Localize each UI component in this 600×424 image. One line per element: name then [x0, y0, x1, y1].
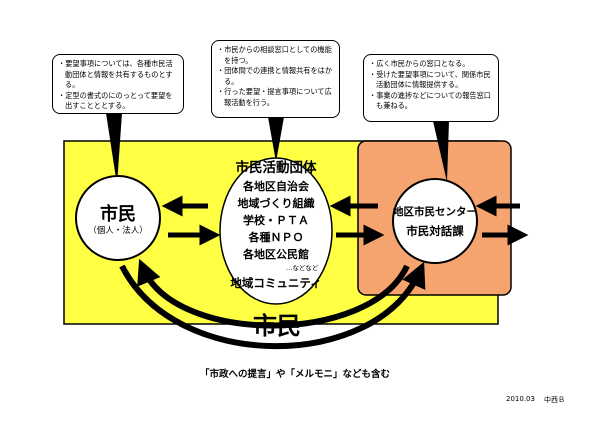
groups-etc: …などなど — [286, 264, 319, 272]
bubble-center: 広く市民からの窓口となる。 受けた要望事項について、関係市民活動団体に情報提供す… — [363, 54, 499, 122]
bubble-tail-left — [106, 113, 122, 185]
citizen-title: 市民 — [100, 204, 136, 225]
citizen-circle — [75, 175, 161, 261]
note-label: 「市政への提言」や「メルモニ」なども含む — [199, 369, 390, 380]
bubble-groups: 市民からの相談窓口としての機能を持つ。 団体間での連携と情報共有をはかる。 行っ… — [211, 40, 340, 118]
footer-author: 中西Ｂ — [544, 396, 565, 404]
center-line2: 市民対話課 — [406, 224, 464, 238]
center-circle — [392, 178, 478, 264]
bubble-center-line: 受けた要望事項について、関係市民活動団体に情報提供する。 — [369, 70, 493, 91]
bubble-tail-middle — [268, 117, 284, 162]
footer-date: 2010.03 — [506, 395, 535, 403]
curve-arrow-citizen-to-center — [119, 261, 426, 350]
curve-arrow-center-to-citizen — [137, 258, 410, 329]
community-label: 地域コミュニティ — [230, 276, 322, 290]
big-citizen-label: 市民 — [253, 312, 301, 340]
groups-title: 市民活動団体 — [235, 160, 317, 176]
bubble-groups-line: 市民からの相談窓口としての機能を持つ。 — [217, 45, 334, 66]
citizen-subtitle: （個人・法人） — [88, 226, 148, 236]
group-item: 地域づくり組織 — [237, 197, 315, 210]
bubble-center-line: 広く市民からの窓口となる。 — [369, 59, 493, 70]
bubble-groups-line: 団体間での連携と情報共有をはかる。 — [217, 66, 334, 87]
bubble-groups-line: 行った要望・提言事項について広報活動を行う。 — [217, 87, 334, 108]
bubble-center-line: 事業の進捗などについての報告窓口も兼ねる。 — [369, 91, 493, 112]
bubble-citizen: 要望事項については、各種市民活動団体と情報を共有するものとする。 定型の書式のに… — [52, 54, 184, 114]
group-item: 各地区公民館 — [243, 248, 309, 261]
bubble-citizen-line: 定型の書式のにのっとって要望を出すことととする。 — [58, 91, 178, 112]
bubble-tail-right — [433, 121, 449, 182]
group-item: 各種ＮＰＯ — [248, 231, 304, 244]
center-line1: 地区市民センター — [393, 206, 477, 218]
group-item: 各地区自治会 — [243, 180, 309, 193]
bubble-citizen-line: 要望事項については、各種市民活動団体と情報を共有するものとする。 — [58, 59, 178, 91]
group-item: 学校・ＰＴＡ — [243, 214, 309, 227]
